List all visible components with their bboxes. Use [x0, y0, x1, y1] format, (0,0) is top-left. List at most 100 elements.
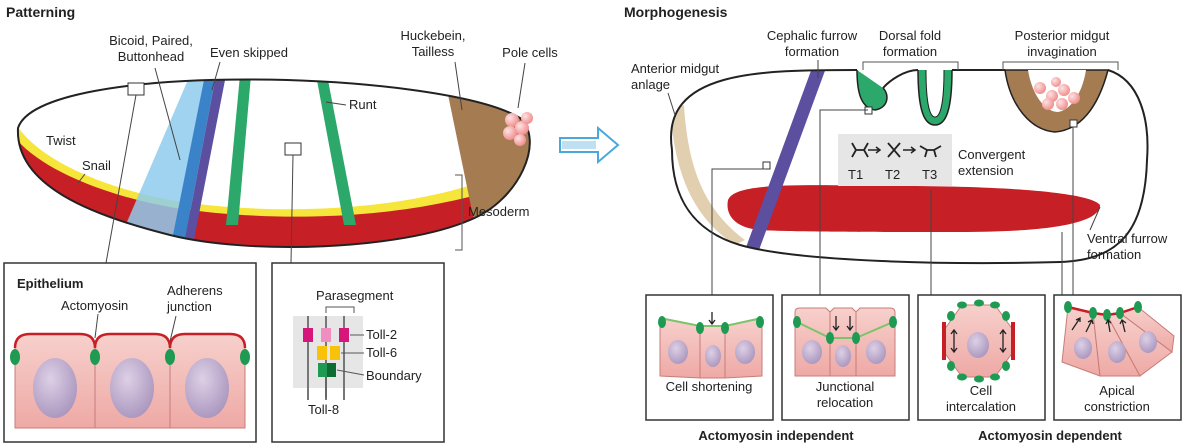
constriction-arrow-icon-3	[1105, 318, 1112, 333]
nucleus-2	[110, 358, 154, 418]
convergent-label-2: extension	[958, 163, 1014, 178]
posterior-midgut-marker	[1069, 119, 1078, 128]
mesoderm-label: Mesoderm	[468, 204, 529, 219]
dorsal-fold-2-lumen	[925, 69, 945, 118]
parasegment-box: Parasegment Toll-2 Toll-6 Boundary Toll-…	[271, 262, 445, 443]
runt-label: Runt	[349, 97, 377, 112]
huckebein-label-1: Huckebein,	[400, 28, 465, 43]
posterior-midgut-label-1: Posterior midgut	[1015, 28, 1110, 43]
runt-leader	[325, 101, 347, 106]
relocation-arrow-icon-2	[846, 316, 854, 332]
ventral-furrow-label-1: Ventral furrow	[1087, 231, 1168, 246]
even-skipped-leader	[211, 61, 221, 91]
twist-label: Twist	[46, 133, 76, 148]
toll2-label: Toll-2	[366, 327, 397, 342]
constriction-arrow-icon-1	[1071, 316, 1081, 331]
toll8-label: Toll-8	[308, 402, 339, 417]
toll6-label: Toll-6	[366, 345, 397, 360]
embryo-outline	[16, 78, 531, 248]
cephalic-label-2: formation	[785, 44, 839, 59]
toll6-block-2	[330, 346, 340, 360]
huckebein-label-2: Tailless	[412, 44, 455, 59]
arrow-icon-1	[868, 146, 882, 154]
mesoderm-bracket	[455, 174, 463, 251]
apical-constriction-label-2: constriction	[1084, 399, 1150, 414]
junctional-relocation-box: Junctional relocation	[781, 294, 910, 421]
cell-intercalation-box: Cell intercalation	[917, 294, 1046, 421]
apical-constriction-box: Apical constriction	[1053, 294, 1182, 421]
bicoid-label-1: Bicoid, Paired,	[109, 33, 193, 48]
bicoid-domain	[115, 79, 212, 247]
pole-cells-leader	[517, 62, 526, 109]
t1-junction-icon	[851, 142, 869, 158]
dorsal-fold-1	[856, 69, 888, 111]
parasegment-marker	[284, 142, 302, 156]
adherens-junction-4	[240, 349, 250, 365]
anterior-midgut-label-2: anlage	[631, 77, 670, 92]
t3-junction-icon	[919, 145, 942, 158]
convergent-extension-panel: T1 T2 T3	[838, 134, 952, 186]
cephalic-furrow-band	[745, 70, 826, 250]
arrow-icon-2	[903, 146, 917, 154]
cell-shortening-connector	[711, 168, 766, 295]
runt-band-1	[226, 79, 251, 225]
t2-junction-icon	[887, 142, 901, 158]
even-skipped-label: Even skipped	[210, 45, 288, 60]
actomyosin-cortex	[13, 332, 247, 349]
bicoid-label-2: Buttonhead	[118, 49, 185, 64]
nucleus-3	[185, 358, 229, 418]
ventral-furrow-label-2: formation	[1087, 247, 1141, 262]
posterior-midgut-bracket	[1002, 61, 1119, 70]
actomyosin-dependent-label: Actomyosin dependent	[978, 428, 1122, 443]
intercalation-arrow-icon-2	[999, 328, 1007, 354]
anterior-midgut-label-1: Anterior midgut	[631, 61, 720, 76]
toll2-block-2	[321, 328, 331, 342]
t-transition-box	[838, 134, 952, 186]
apical-constriction-label-1: Apical	[1099, 383, 1135, 398]
patterning-embryo	[16, 78, 531, 248]
cephalic-label-1: Cephalic furrow	[767, 28, 858, 43]
huckebein-leader	[454, 61, 463, 111]
epithelium-connector	[105, 94, 137, 264]
adherens-junction-1	[10, 349, 20, 365]
shortening-arrow-icon	[708, 312, 716, 326]
nucleus-1	[33, 358, 77, 418]
parasegment-grid	[293, 316, 363, 388]
dorsal-fold-bracket	[862, 61, 959, 70]
snail-label: Snail	[82, 158, 111, 173]
epithelium-title: Epithelium	[17, 276, 83, 291]
embryo-outline-2	[670, 69, 1149, 265]
posterior-midgut-label-2: invagination	[1027, 44, 1096, 59]
snail-leader	[77, 173, 86, 184]
runt-band-2	[316, 79, 356, 225]
cell-shortening-label: Cell shortening	[666, 379, 753, 394]
toll2-block-1	[303, 328, 313, 342]
morphogenesis-embryo	[670, 69, 1149, 265]
huckebein-domain	[445, 80, 530, 247]
adherens-label-1: Adherens	[167, 283, 223, 298]
constriction-arrow-icon-2	[1085, 319, 1094, 333]
adherens-junction-3	[165, 349, 175, 365]
adherens-label-2: junction	[166, 299, 212, 314]
t1-label: T1	[848, 167, 863, 182]
cell-shortening-box: Cell shortening	[645, 294, 774, 421]
ventral-furrow-mesoderm	[727, 185, 1100, 232]
epithelium-box: Epithelium Actomyosin Adherens junction	[3, 262, 257, 443]
constriction-arrow-icon-4	[1119, 319, 1127, 333]
parasegment-connector	[290, 154, 294, 264]
even-skipped-band-2	[183, 79, 226, 247]
actomyosin-independent-label: Actomyosin independent	[698, 428, 854, 443]
patterning-title: Patterning	[6, 4, 75, 20]
relocation-arrow-icon-1	[832, 316, 840, 332]
pole-cells	[503, 112, 533, 146]
junctional-relocation-label-2: relocation	[817, 395, 873, 410]
even-skipped-band	[170, 79, 216, 247]
boundary-label: Boundary	[366, 368, 422, 383]
toll8-block-1	[318, 363, 327, 377]
anterior-midgut-domain	[671, 105, 745, 245]
t2-label: T2	[885, 167, 900, 182]
junctional-relocation-label-1: Junctional	[816, 379, 875, 394]
transition-arrow	[559, 125, 620, 165]
junctional-relocation-connector	[819, 109, 868, 295]
